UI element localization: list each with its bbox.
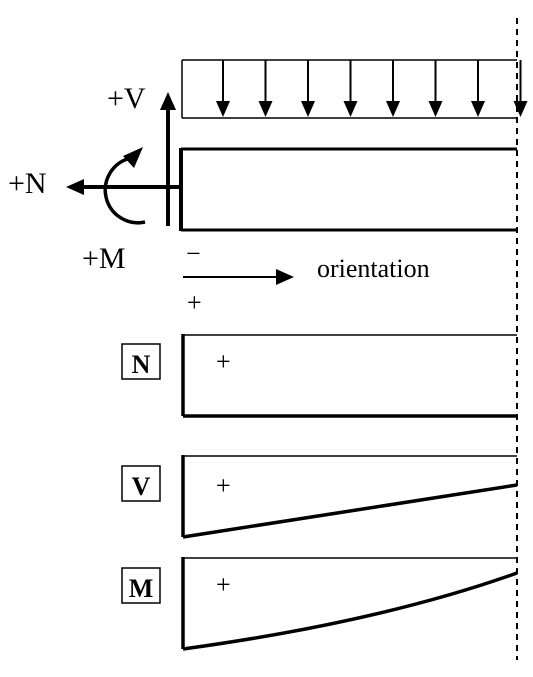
arrow-left-icon (66, 179, 181, 195)
n-diagram-sign: + (216, 347, 231, 376)
load-arrow (343, 60, 358, 117)
load-arrow (428, 60, 443, 117)
n-diagram-label-box (121, 343, 161, 380)
normal-force-diagram: N + (121, 334, 517, 418)
bending-moment-diagram: M + (121, 557, 518, 651)
shear-force-diagram: V + (121, 455, 518, 539)
m-diagram-label-box (121, 567, 161, 604)
orientation-label: orientation (317, 254, 430, 283)
arrow-right-icon (183, 269, 294, 285)
load-arrow (471, 60, 485, 117)
load-arrow (258, 60, 273, 117)
m-diagram-label: M (129, 574, 154, 603)
beam (179, 147, 517, 232)
moment-label: +M (82, 242, 126, 275)
m-diagram-sign: + (216, 570, 231, 599)
v-diagram-sign: + (216, 471, 231, 500)
load-arrows (216, 60, 528, 117)
curved-arrow-icon (103, 147, 146, 225)
n-diagram-label: N (132, 350, 151, 379)
load-arrow (513, 60, 528, 117)
load-arrow (216, 60, 230, 117)
minus-sign: − (186, 239, 201, 268)
load-arrow (386, 60, 400, 117)
normal-label: +N (8, 167, 47, 200)
distributed-load (181, 59, 528, 119)
v-diagram-label-box (121, 465, 161, 502)
arrow-up-icon (160, 92, 176, 226)
shear-label: +V (107, 82, 146, 115)
v-diagram-label: V (132, 472, 151, 501)
plus-sign: + (187, 288, 202, 317)
load-arrow (301, 60, 315, 117)
